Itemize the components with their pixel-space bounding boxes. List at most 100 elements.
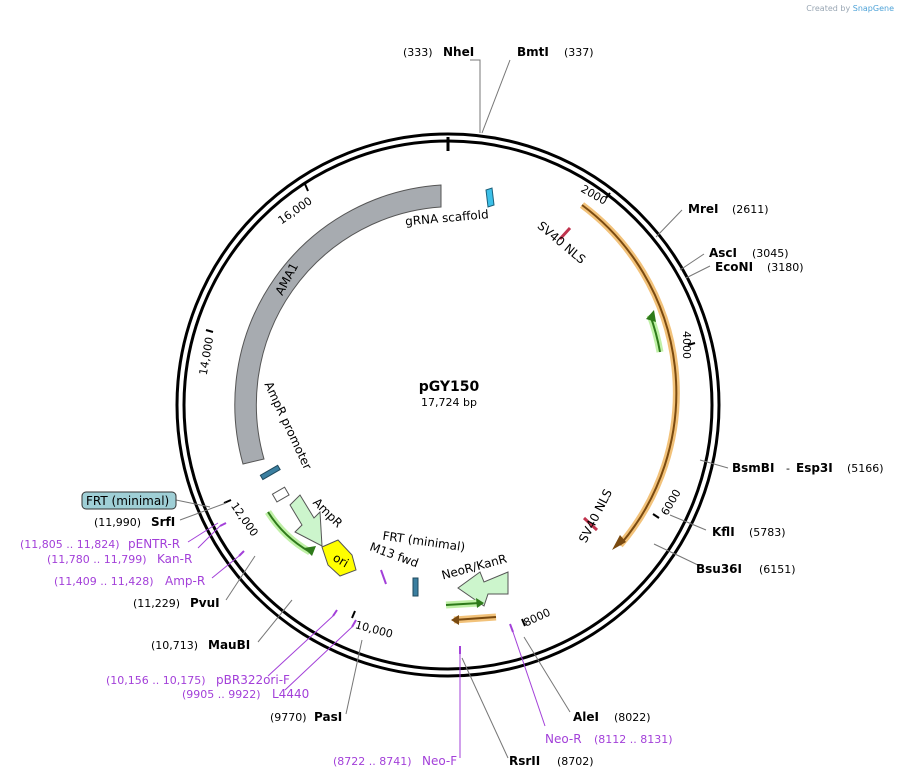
neo-r-range: (8112 .. 8131)	[594, 733, 673, 746]
tick-marks	[205, 183, 696, 627]
neo-r-name: Neo-R	[545, 732, 582, 746]
pvui-leader	[225, 555, 256, 601]
bmti-leader	[481, 59, 511, 134]
neo-f-name: Neo-F	[422, 754, 457, 768]
bsmbi-separator: -	[786, 462, 790, 475]
bsmbi-name: BsmBI	[732, 461, 774, 475]
l4440-leader	[284, 626, 353, 691]
pbr322ori-f-range: (10,156 .. 10,175)	[106, 674, 206, 687]
ampr-feature	[289, 494, 323, 547]
pasi-position: (9770)	[270, 711, 307, 724]
bmti-name: BmtI	[517, 45, 549, 59]
tick-6000	[652, 513, 660, 519]
grna-scaffold-feature	[485, 187, 495, 208]
neo-r-mark	[509, 623, 514, 633]
neor-kanr-feature	[457, 571, 509, 607]
ampr-promoter-label: AmpR promoter	[262, 379, 315, 471]
orf-green-right-arrowhead	[646, 310, 656, 322]
mrei-position: (2611)	[732, 203, 769, 216]
kan-r-leader	[197, 525, 221, 549]
neo-f-range: (8722 .. 8741)	[333, 755, 412, 768]
orf-orange-neo	[453, 616, 497, 621]
tick-label-4000: 4000	[680, 331, 693, 359]
asci-leader	[679, 253, 705, 271]
amp-r-name: Amp-R	[165, 574, 205, 588]
econi-name: EcoNI	[715, 260, 753, 274]
watermark-brand: SnapGene	[852, 4, 894, 13]
tick-label-8000: 8000	[522, 606, 553, 630]
frt-minimal-box	[81, 491, 177, 510]
amp-r-leader	[211, 555, 240, 579]
primer-marks	[219, 522, 514, 654]
tick-8000	[521, 618, 526, 627]
ampr-start-box	[271, 486, 290, 503]
ori-label: ori	[330, 550, 351, 570]
pvui-position: (11,229)	[133, 597, 180, 610]
frt-box-leader	[175, 499, 211, 508]
l4440-mark	[351, 619, 357, 628]
esp3i-name: Esp3I	[796, 461, 833, 475]
kan-r-name: Kan-R	[157, 552, 192, 566]
orf-right-arrowhead	[612, 535, 626, 550]
maubi-position: (10,713)	[151, 639, 198, 652]
bsmbi-position: (5166)	[847, 462, 884, 475]
frt-minimal-box-label: FRT (minimal)	[86, 494, 169, 508]
pentr-r-range: (11,805 .. 11,824)	[20, 538, 120, 551]
pbr322ori-f-mark	[332, 609, 338, 617]
econi-position: (3180)	[767, 261, 804, 274]
pentr-r-name: pENTR-R	[128, 537, 180, 551]
tick-label-12000: 12,000	[228, 500, 261, 539]
pvui-name: PvuI	[190, 596, 220, 610]
mrei-name: MreI	[688, 202, 718, 216]
l4440-range: (9905 .. 9922)	[182, 688, 261, 701]
neo-r-leader	[512, 631, 546, 727]
enzyme-leaders	[175, 59, 729, 759]
rsrii-position: (8702)	[557, 755, 594, 768]
orf-green-ampr-arrowhead	[304, 546, 316, 556]
nhei-leader	[470, 59, 481, 133]
kan-r-mark	[219, 522, 227, 527]
srfi-name: SrfI	[151, 515, 175, 529]
alei-leader	[523, 636, 571, 713]
orf-right-halo	[579, 202, 680, 548]
ama1-feature	[234, 184, 442, 465]
srfi-position: (11,990)	[94, 516, 141, 529]
m13-fwd-feature	[412, 577, 419, 597]
econi-leader	[685, 265, 711, 279]
primer-inner-mark	[380, 569, 387, 585]
tick-16000	[304, 183, 309, 192]
tick-10000	[351, 610, 356, 619]
kfli-name: KflI	[712, 525, 735, 539]
alei-name: AleI	[573, 710, 599, 724]
sv40-nls-2-label: SV40 NLS	[576, 487, 615, 545]
tick-4000	[687, 342, 696, 346]
l4440-name: L4440	[272, 687, 309, 701]
nhei-position: (333)	[403, 46, 433, 59]
nhei-name: NheI	[443, 45, 474, 59]
tick-label-6000: 6000	[659, 487, 684, 518]
bsu36i-position: (6151)	[759, 563, 796, 576]
rsrii-leader	[461, 657, 509, 759]
maubi-name: MauBI	[208, 638, 250, 652]
kfli-position: (5783)	[749, 526, 786, 539]
orf-orange-neo-arrowhead	[451, 615, 459, 625]
plasmid-length: 17,724 bp	[421, 396, 477, 409]
orf-green-neo-arrowhead	[476, 598, 484, 608]
plasmid-name: pGY150	[419, 379, 480, 395]
sv40-nls-1-label: SV40 NLS	[535, 219, 589, 267]
watermark-prefix: Created by	[806, 4, 851, 13]
bmti-position: (337)	[564, 46, 594, 59]
snapgene-watermark: Created by SnapGene	[806, 4, 894, 13]
bsu36i-leader	[653, 543, 701, 567]
ori-feature	[321, 539, 357, 577]
pasi-leader	[345, 639, 363, 715]
tick-label-10000: 10,000	[354, 618, 395, 641]
sv40-nls-1-mark	[558, 226, 572, 241]
pasi-name: PasI	[314, 710, 342, 724]
maubi-leader	[257, 599, 293, 643]
tick-label-14000: 14,000	[197, 336, 216, 376]
rsrii-name: RsrII	[509, 754, 540, 768]
ampr-promoter-feature	[259, 464, 281, 481]
asci-name: AscI	[709, 246, 737, 260]
